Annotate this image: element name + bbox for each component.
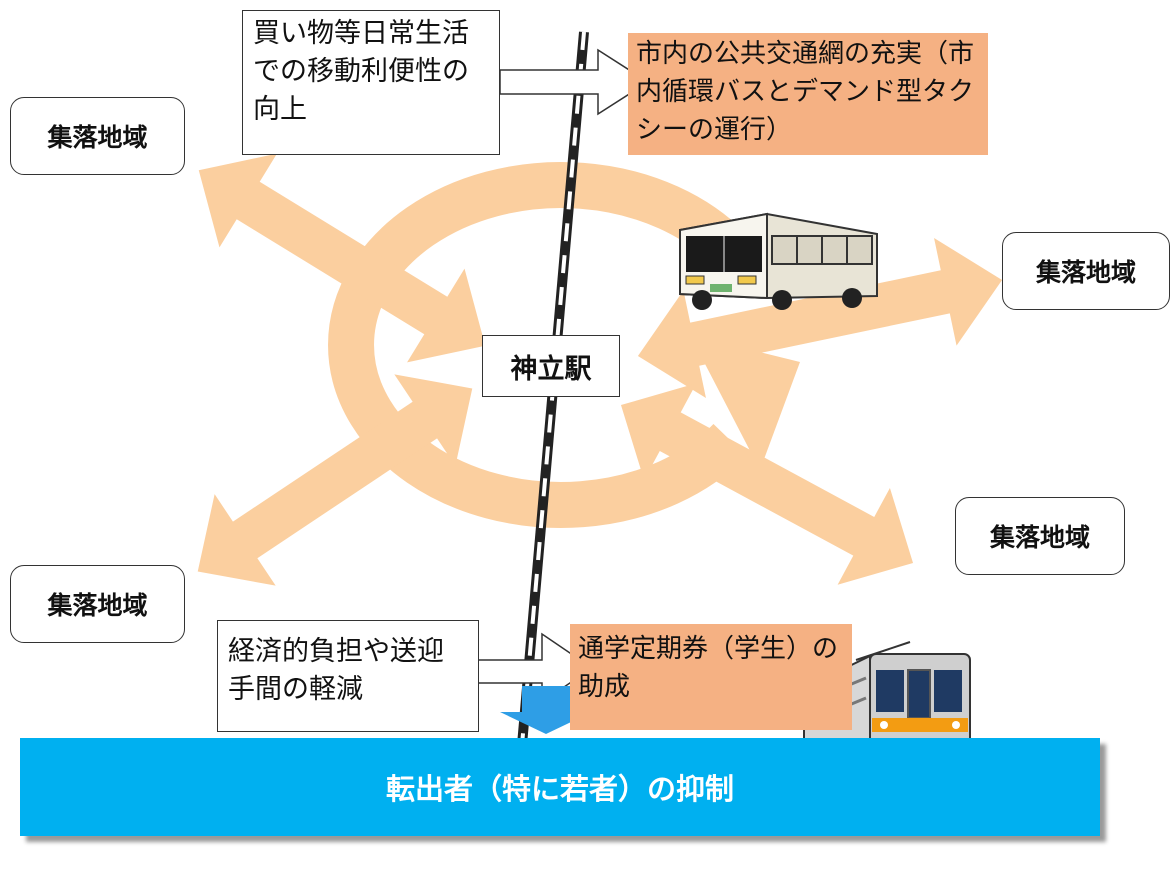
village-bottom-right: 集落地域: [955, 497, 1125, 575]
village-top-left: 集落地域: [10, 97, 185, 175]
loop-arrow: [328, 162, 747, 528]
result-banner: 転出者（特に若者）の抑制: [20, 738, 1100, 836]
arrow-top-left: [198, 153, 486, 363]
connector-top: [499, 48, 650, 116]
arrow-bottom-right: [620, 383, 914, 585]
result-down-arrow: [500, 686, 592, 734]
arrow-right: [637, 237, 1003, 399]
cost-callout: 経済的負担や送迎手間の軽減: [217, 620, 479, 732]
connector-bottom: [477, 632, 594, 704]
commuter-pass-measure: 通学定期券（学生）の助成: [570, 624, 852, 730]
village-bottom-left: 集落地域: [10, 565, 185, 643]
bus-icon: [679, 212, 878, 310]
spoke-arrows: [197, 153, 1003, 586]
arrow-bottom-left: [197, 374, 473, 586]
mobility-callout: 買い物等日常生活での移動利便性の向上: [242, 10, 500, 155]
loop-arrowhead: [690, 335, 800, 470]
village-right: 集落地域: [1002, 232, 1170, 310]
public-transport-measure: 市内の公共交通網の充実（市内循環バスとデマンド型タクシーの運行）: [628, 33, 988, 155]
station-label: 神立駅: [482, 335, 620, 397]
